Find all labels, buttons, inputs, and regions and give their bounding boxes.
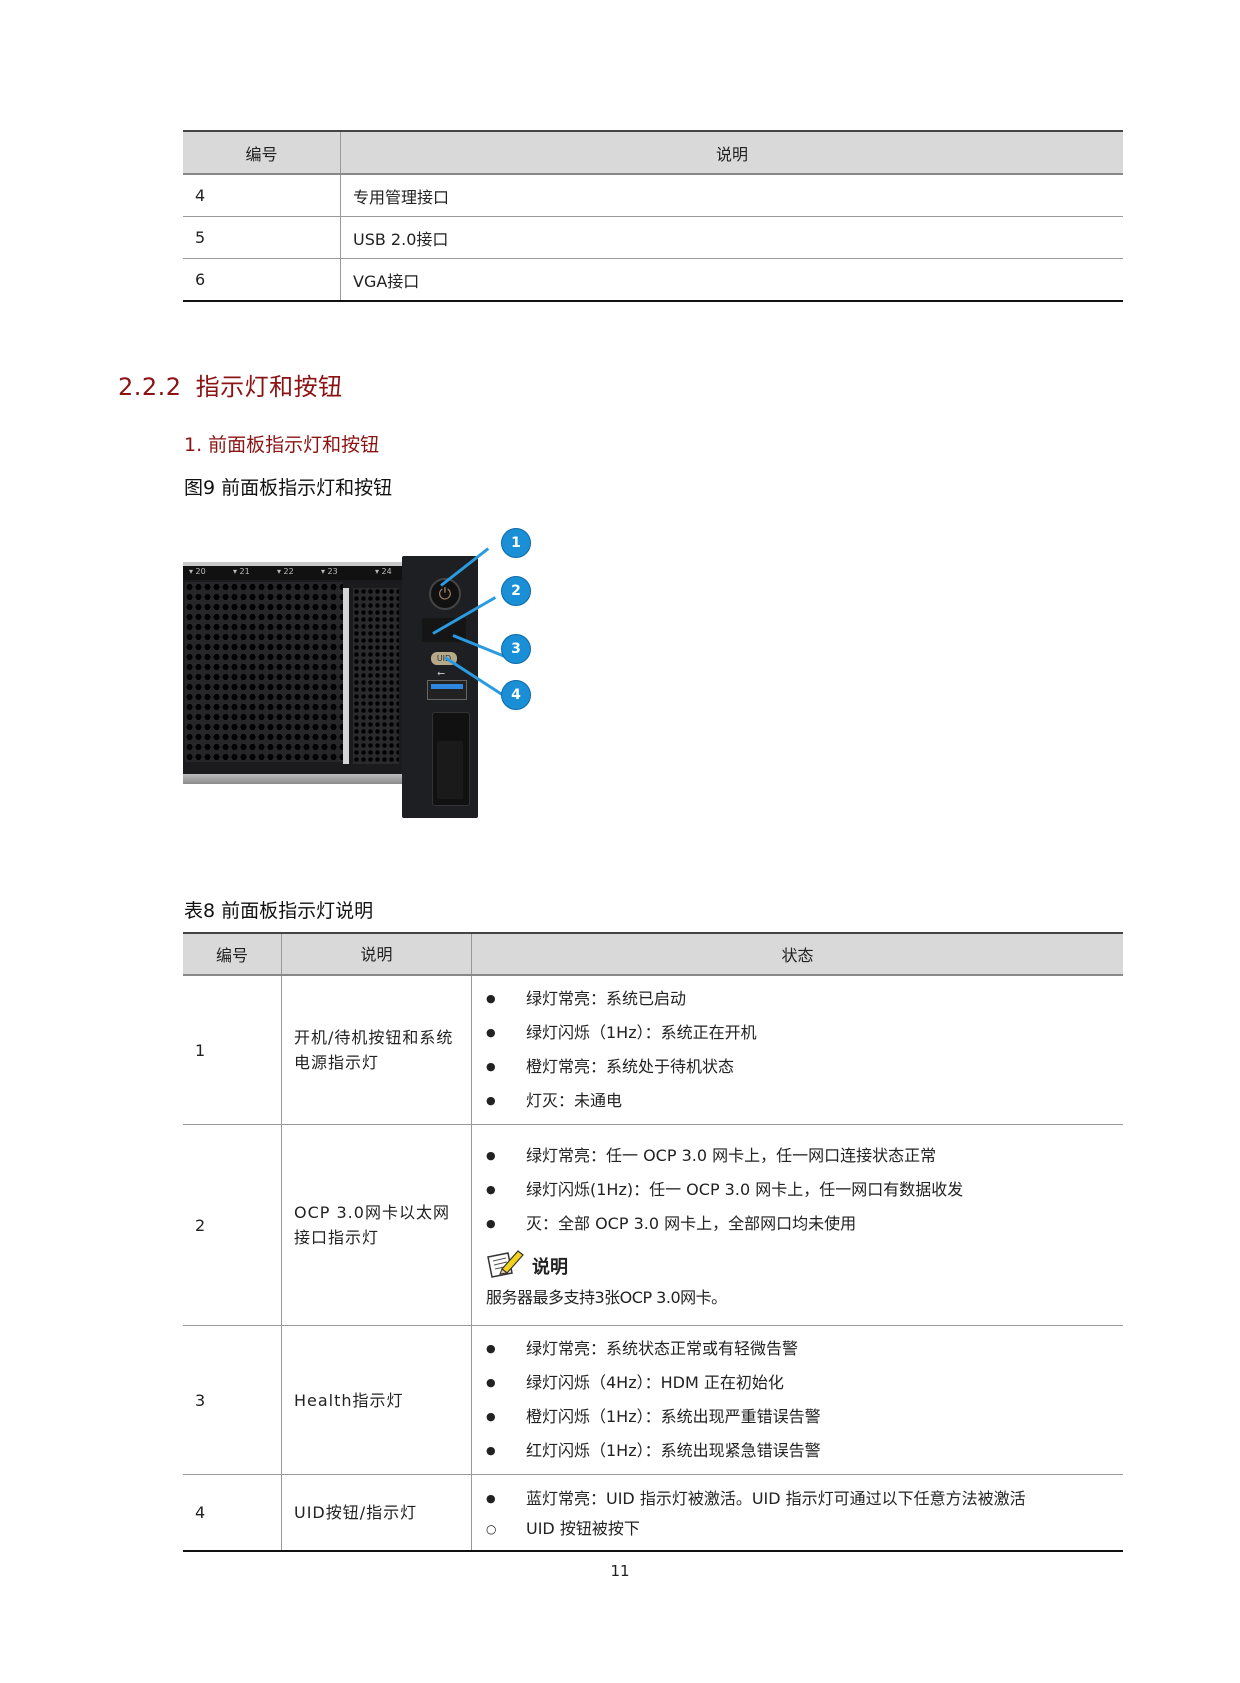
cell-status: 绿灯常亮：系统状态正常或有轻微告警 绿灯闪烁（4Hz）：HDM 正在初始化 橙灯… <box>471 1325 1123 1475</box>
bay-label: ▾ 24 <box>375 567 392 576</box>
ear-latch <box>432 712 470 806</box>
status-list: 绿灯常亮：任一 OCP 3.0 网卡上，任一网口连接状态正常 绿灯闪烁(1Hz)… <box>486 1139 1123 1241</box>
drive-bay-labels: ▾ 20 ▾ 21 ▾ 22 ▾ 23 ▾ 24 <box>183 566 405 580</box>
note-title: 说明 <box>532 1257 568 1278</box>
cell-number: 6 <box>183 258 341 301</box>
section-number: 2.2.2 <box>118 373 182 401</box>
chassis-base-rail <box>183 774 405 784</box>
col-header-description: 说明 <box>281 933 472 976</box>
status-item: 绿灯常亮：系统已启动 <box>486 982 1123 1016</box>
table-row: 1 开机/待机按钮和系统电源指示灯 绿灯常亮：系统已启动 绿灯闪烁（1Hz）：系… <box>183 975 1123 1125</box>
table-row: 4 专用管理接口 <box>183 174 1123 217</box>
table-row: 2 OCP 3.0网卡以太网接口指示灯 绿灯常亮：任一 OCP 3.0 网卡上，… <box>183 1124 1123 1326</box>
status-list: 绿灯常亮：系统已启动 绿灯闪烁（1Hz）：系统正在开机 橙灯常亮：系统处于待机状… <box>486 982 1123 1118</box>
status-item: 绿灯闪烁（4Hz）：HDM 正在初始化 <box>486 1366 1123 1400</box>
cell-number: 5 <box>183 216 341 259</box>
callout-4: 4 <box>501 680 531 710</box>
cell-number: 1 <box>183 975 282 1125</box>
callout-2: 2 <box>501 576 531 606</box>
status-list: 蓝灯常亮：UID 指示灯被激活。UID 指示灯可通过以下任意方法被激活 <box>486 1482 1123 1516</box>
status-item: 橙灯闪烁（1Hz）：系统出现严重错误告警 <box>486 1400 1123 1434</box>
table-header-row: 编号 说明 <box>183 131 1123 175</box>
status-item: 绿灯闪烁(1Hz)：任一 OCP 3.0 网卡上，任一网口有数据收发 <box>486 1173 1123 1207</box>
cell-description: Health指示灯 <box>281 1325 472 1475</box>
col-header-number: 编号 <box>183 933 282 976</box>
usb-port-icon <box>427 680 467 700</box>
cell-number: 4 <box>183 174 341 217</box>
status-item: 灯灭：未通电 <box>486 1084 1123 1118</box>
bay-label: ▾ 21 <box>233 567 250 576</box>
cell-description: USB 2.0接口 <box>340 216 1123 259</box>
status-item: 绿灯常亮：系统状态正常或有轻微告警 <box>486 1332 1123 1366</box>
status-sublist: UID 按钮被按下 <box>486 1516 1123 1546</box>
status-list: 绿灯常亮：系统状态正常或有轻微告警 绿灯闪烁（4Hz）：HDM 正在初始化 橙灯… <box>486 1332 1123 1468</box>
drive-grill <box>185 582 343 762</box>
status-item: 绿灯常亮：任一 OCP 3.0 网卡上，任一网口连接状态正常 <box>486 1139 1123 1173</box>
section-title: 指示灯和按钮 <box>195 373 343 401</box>
cell-description: OCP 3.0网卡以太网接口指示灯 <box>281 1124 472 1326</box>
cell-description: 专用管理接口 <box>340 174 1123 217</box>
front-panel-figure: ▾ 20 ▾ 21 ▾ 22 ▾ 23 ▾ 24 ⏻ UID ⭠ 1 2 3 4 <box>183 526 563 826</box>
bay-label: ▾ 20 <box>189 567 206 576</box>
table-caption: 表8 前面板指示灯说明 <box>184 900 374 922</box>
bay-label: ▾ 22 <box>277 567 294 576</box>
cell-description: UID按钮/指示灯 <box>281 1474 472 1551</box>
table-row: 4 UID按钮/指示灯 蓝灯常亮：UID 指示灯被激活。UID 指示灯可通过以下… <box>183 1474 1124 1551</box>
cell-number: 4 <box>183 1474 282 1551</box>
usb-symbol-icon: ⭠ <box>437 668 445 679</box>
note-body: 服务器最多支持3张OCP 3.0网卡。 <box>486 1288 727 1307</box>
status-item: 绿灯闪烁（1Hz）：系统正在开机 <box>486 1016 1123 1050</box>
status-item: 红灯闪烁（1Hz）：系统出现紧急错误告警 <box>486 1434 1123 1468</box>
col-header-status: 状态 <box>471 933 1123 976</box>
bay-label: ▾ 23 <box>321 567 338 576</box>
table-row: 5 USB 2.0接口 <box>183 216 1123 259</box>
cell-status: 绿灯常亮：系统已启动 绿灯闪烁（1Hz）：系统正在开机 橙灯常亮：系统处于待机状… <box>471 975 1123 1125</box>
cell-description: VGA接口 <box>353 271 420 291</box>
cell-description: 开机/待机按钮和系统电源指示灯 <box>281 975 472 1125</box>
figure-caption: 图9 前面板指示灯和按钮 <box>184 477 393 499</box>
page-number: 11 <box>610 1562 630 1580</box>
status-item: 灭：全部 OCP 3.0 网卡上，全部网口均未使用 <box>486 1207 1123 1241</box>
note-header: 说明 <box>486 1243 1123 1279</box>
section-heading: 2.2.2 指示灯和按钮 <box>118 367 343 402</box>
callout-1: 1 <box>501 528 531 558</box>
status-item: 蓝灯常亮：UID 指示灯被激活。UID 指示灯可通过以下任意方法被激活 <box>486 1482 1123 1516</box>
cell-status: 绿灯常亮：任一 OCP 3.0 网卡上，任一网口连接状态正常 绿灯闪烁(1Hz)… <box>471 1124 1123 1326</box>
cell-status: 蓝灯常亮：UID 指示灯被激活。UID 指示灯可通过以下任意方法被激活 UID … <box>472 1475 1124 1551</box>
indicator-table: 编号 说明 状态 1 开机/待机按钮和系统电源指示灯 绿灯常亮：系统已启动 绿灯… <box>183 932 1123 1552</box>
note-pencil-icon <box>486 1247 526 1279</box>
col-header-number: 编号 <box>183 131 341 175</box>
table-row: 3 Health指示灯 绿灯常亮：系统状态正常或有轻微告警 绿灯闪烁（4Hz）：… <box>183 1325 1123 1475</box>
interface-table: 编号 说明 4 专用管理接口 5 USB 2.0接口 6 VGA接口 <box>183 130 1123 302</box>
cell-number: 2 <box>183 1124 282 1326</box>
col-header-description: 说明 <box>340 131 1123 175</box>
status-item: 橙灯常亮：系统处于待机状态 <box>486 1050 1123 1084</box>
cell-number: 3 <box>183 1325 282 1475</box>
table-header-row: 编号 说明 状态 <box>183 933 1123 976</box>
control-panel: ⏻ UID ⭠ <box>402 556 478 818</box>
status-subitem: UID 按钮被按下 <box>486 1516 1123 1546</box>
callout-3: 3 <box>501 634 531 664</box>
table-row: 6 VGA接口 <box>183 258 1123 301</box>
drive-grill-narrow <box>353 588 399 764</box>
drive-rail <box>343 588 349 764</box>
subsection-heading: 1. 前面板指示灯和按钮 <box>184 434 380 456</box>
